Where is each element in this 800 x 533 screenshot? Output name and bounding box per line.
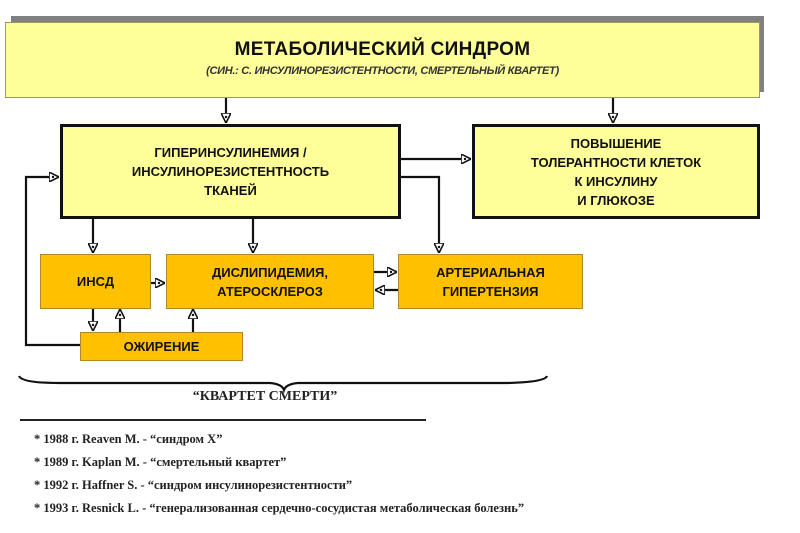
node-label-line: ИНСУЛИНОРЕЗИСТЕНТНОСТЬ [131, 164, 330, 179]
brace-caption: “КВАРТЕТ СМЕРТИ” [192, 389, 338, 404]
node-label-line: ПОВЫШЕНИЕ [570, 135, 662, 151]
node-label-line: К ИНСУЛИНУ [574, 173, 658, 189]
node-hypertension: АРТЕРИАЛЬНАЯ ГИПЕРТЕНЗИЯ [398, 254, 583, 309]
node-label-line: ГИПЕРИНСУЛИНЕМИЯ / [154, 145, 307, 160]
node-insd: ИНСД [40, 254, 151, 309]
arrow-obesity-to-hyperinsulinemia [24, 177, 80, 347]
title-box: МЕТАБОЛИЧЕСКИЙ СИНДРОМ (СИН.: С. ИНСУЛИН… [5, 22, 760, 98]
node-obesity: ОЖИРЕНИЕ [80, 332, 243, 361]
node-label-line: АТЕРОСКЛЕРОЗ [217, 283, 323, 299]
diagram-subtitle: (СИН.: С. ИНСУЛИНОРЕЗИСТЕНТНОСТИ, СМЕРТЕ… [206, 65, 559, 77]
node-dyslipidemia: ДИСЛИПИДЕМИЯ, АТЕРОСКЛЕРОЗ [166, 254, 374, 309]
node-label-line: АРТЕРИАЛЬНАЯ [436, 264, 545, 280]
node-label-line: И ГЛЮКОЗЕ [577, 192, 655, 208]
node-label-line: ИНСД [76, 274, 115, 289]
node-hyperinsulinemia: ГИПЕРИНСУЛИНЕМИЯ / ИНСУЛИНОРЕЗИСТЕНТНОСТ… [60, 124, 401, 219]
diagram-title: МЕТАБОЛИЧЕСКИЙ СИНДРОМ [234, 39, 531, 60]
reference-item: * 1993 г. Resnick L. - “генерализованная… [34, 501, 525, 515]
reference-item: * 1992 г. Haffner S. - “синдром инсулино… [34, 478, 353, 492]
node-label-line: ОЖИРЕНИЕ [123, 339, 200, 354]
reference-item: * 1989 г. Kaplan M. - “смертельный кварт… [34, 455, 287, 469]
node-label-line: ТКАНЕЙ [204, 183, 257, 198]
references-list: * 1988 г. Reaven M. - “синдром Х” * 1989… [34, 428, 524, 520]
node-tolerance: ПОВЫШЕНИЕ ТОЛЕРАНТНОСТИ КЛЕТОК К ИНСУЛИН… [472, 124, 760, 219]
curly-brace [17, 375, 549, 394]
reference-item: * 1988 г. Reaven M. - “синдром Х” [34, 432, 223, 446]
node-label-line: ТОЛЕРАНТНОСТИ КЛЕТОК [530, 154, 702, 170]
node-label-line: ГИПЕРТЕНЗИЯ [442, 283, 539, 299]
arrow-hyperinsulinemia-to-hypertension [401, 175, 439, 253]
node-label-line: ДИСЛИПИДЕМИЯ, [212, 264, 328, 280]
divider-line [20, 419, 426, 421]
